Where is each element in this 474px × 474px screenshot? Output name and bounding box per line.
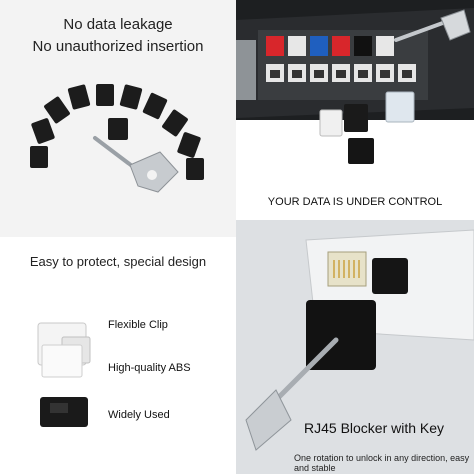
mounted-blocker (372, 258, 408, 294)
panel-top-left: No data leakage No unauthorized insertio… (0, 0, 236, 237)
black-blocker (354, 36, 372, 56)
switch-illustration (236, 0, 474, 164)
key-icon (245, 337, 339, 451)
clear-blocker-loose (385, 91, 415, 123)
blue-blocker (310, 36, 328, 56)
black-blocker-illustration (40, 397, 88, 427)
blocker-8 (162, 109, 188, 137)
feature-widely-used: Widely Used (108, 409, 170, 421)
key-icon (93, 136, 179, 193)
subtitle-unlock: One rotation to unlock in any direction,… (294, 453, 470, 473)
feature-flexible-clip: Flexible Clip (108, 319, 168, 331)
blocker-5 (96, 84, 114, 106)
panel-bottom-right: RJ45 Blocker with Key One rotation to un… (236, 220, 474, 474)
black-blocker-loose (344, 104, 368, 132)
blocker-9 (177, 132, 201, 158)
panel-top-right: YOUR DATA IS UNDER CONTROL (236, 0, 474, 237)
title-rj45-blocker: RJ45 Blocker with Key (304, 420, 445, 436)
red-blocker-2 (332, 36, 350, 56)
white-blocker-loose (319, 109, 343, 137)
blocker-7 (142, 92, 168, 120)
blocker-10 (186, 158, 204, 180)
blockers-arc-illustration (30, 84, 204, 193)
abs-blocker-illustration (41, 344, 83, 378)
red-blocker (266, 36, 284, 56)
white-blocker-2 (376, 36, 394, 56)
blocker-6 (119, 84, 143, 110)
panel-bottom-left: Easy to protect, special design Flexible… (0, 237, 236, 474)
white-blocker (288, 36, 306, 56)
feature-illustrations (37, 322, 91, 427)
blocker-3 (44, 96, 70, 124)
blocker-2 (31, 118, 55, 144)
caption-data-control: YOUR DATA IS UNDER CONTROL (267, 196, 443, 208)
blocker-1 (30, 146, 48, 168)
blocker-center (108, 118, 128, 140)
key-icon (394, 9, 471, 42)
headline-no-insertion: No unauthorized insertion (32, 38, 204, 55)
blocker-4 (67, 84, 91, 110)
blocker-with-key-photo (236, 220, 474, 474)
black-blocker-front (348, 138, 374, 164)
feature-abs: High-quality ABS (108, 362, 191, 374)
headline-no-leakage: No data leakage (63, 16, 173, 33)
headline-easy-protect: Easy to protect, special design (29, 254, 207, 269)
